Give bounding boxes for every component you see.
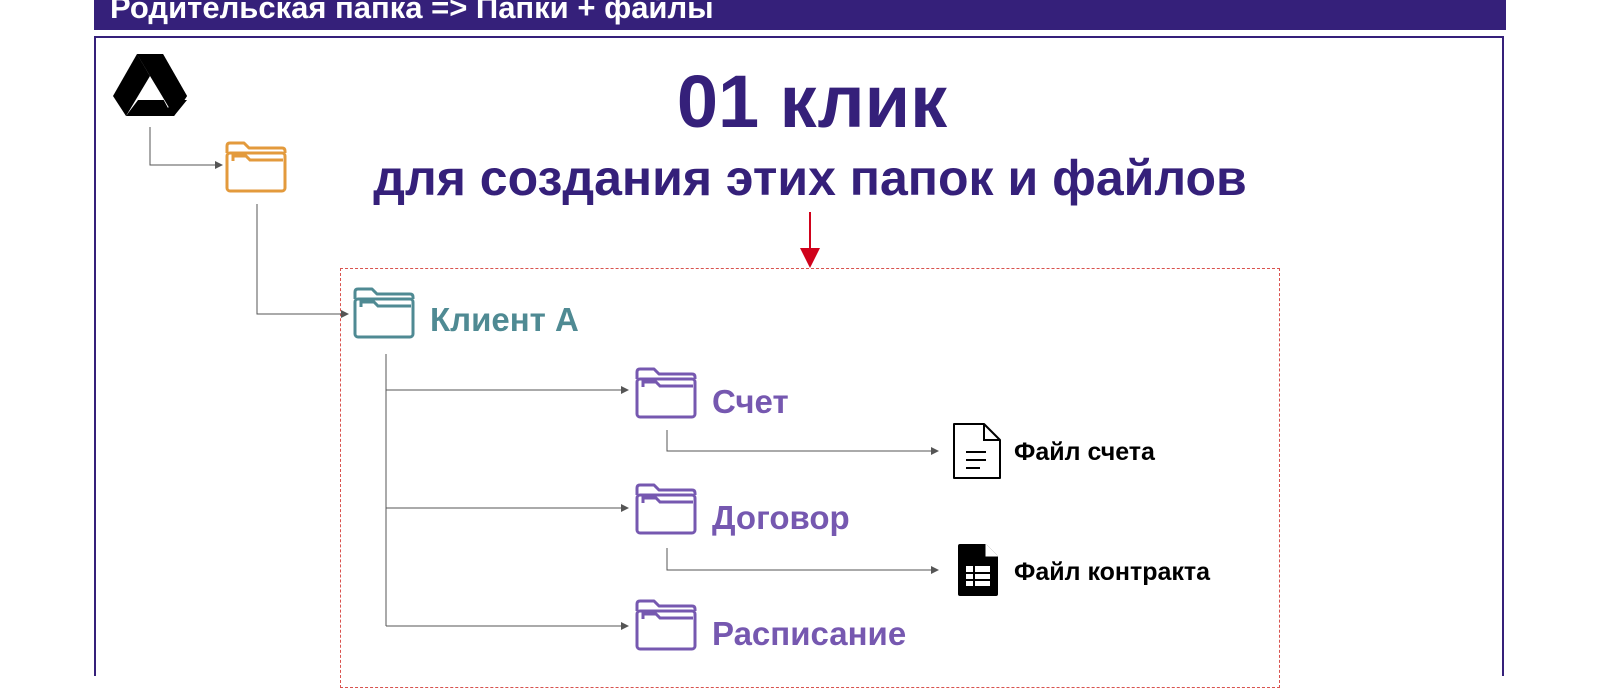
header-title: Родительская папка => Папки + файлы [110,0,714,25]
subtitle: для создания этих папок и файлов [373,150,1247,206]
connector-parent-client [256,204,349,318]
parent-folder-icon [225,141,287,193]
connector-invoice-file [666,430,939,455]
contract-folder-icon [635,483,697,535]
connector-contract-file [666,548,939,574]
invoice-file-label: Файл счета [1014,438,1155,466]
spreadsheet-icon [958,544,998,596]
document-icon [953,423,1001,479]
connector-drive-parent [149,127,223,169]
header-bar: Родительская папка => Папки + файлы [94,0,1506,30]
diagram-frame [94,36,1504,676]
schedule-folder-label: Расписание [712,615,907,652]
invoice-folder-icon [635,367,697,419]
schedule-folder-icon [635,599,697,651]
contract-file-label: Файл контракта [1014,558,1211,586]
google-drive-icon [113,54,187,116]
client-folder-icon [353,287,415,339]
contract-folder-label: Договор [712,499,850,536]
client-folder-label: Клиент А [430,301,579,338]
main-title: 01 клик [676,60,948,143]
tree-connectors [149,127,939,630]
invoice-folder-label: Счет [712,383,789,420]
